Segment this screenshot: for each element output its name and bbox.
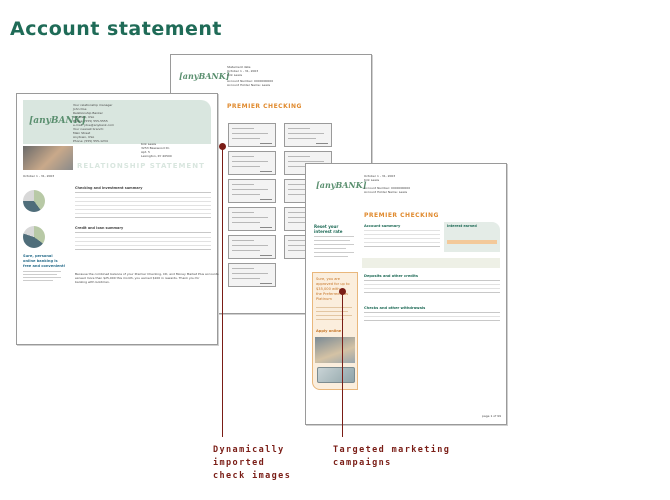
- manager-contact: Your relationship manager John Doe Relat…: [73, 103, 114, 143]
- reset-rate-title: Reset your interest rate: [314, 224, 343, 234]
- customer-address: Kirk Lewis 3253 Basswood Dr. Apt. 5 Lexi…: [141, 142, 172, 158]
- premier-checking-page: [anyBANK] October 1 - 31, 2003 Kirk Lewi…: [305, 163, 507, 425]
- offer-photo: [315, 337, 355, 363]
- offer-text: Sure, you are approved for up to $35,000…: [316, 277, 350, 301]
- checks-title: Checks and other withdrawals: [364, 306, 426, 310]
- relationship-statement-page: [anyBANK] Your relationship manager John…: [16, 93, 219, 345]
- right-period: October 1 - 31, 2003 Kirk Lewis: [364, 174, 396, 182]
- statement-period: October 1 - 31, 2003: [23, 174, 55, 178]
- rewards-message: Because the combined balance of your Pre…: [75, 272, 219, 284]
- section-checking-title: Checking and investment summary: [75, 186, 143, 190]
- back-heading: PREMIER CHECKING: [227, 103, 302, 110]
- check-images-marker: [219, 143, 226, 150]
- notice-band: [362, 258, 500, 268]
- account-summary-title: Account summary: [364, 224, 401, 228]
- back-address: Statement date October 1 - 31, 2003 Kirk…: [227, 65, 259, 77]
- check-images-callout: Dynamically imported check images: [213, 445, 292, 481]
- right-account-info: Account Number: 0000000000 Account Holde…: [364, 186, 411, 194]
- checking-pie-chart: [23, 190, 45, 212]
- relationship-banner: RELATIONSHIP STATEMENT: [77, 162, 205, 170]
- check-image: [228, 151, 276, 175]
- check-image: [228, 207, 276, 231]
- page-title: Account statement: [10, 18, 223, 40]
- apply-online-link: Apply online: [316, 329, 342, 333]
- bank-logo: [anyBANK]: [29, 116, 86, 126]
- marketing-offer-panel: Sure, you are approved for up to $35,000…: [312, 272, 358, 390]
- statement-header-band: [23, 100, 211, 144]
- check-image: [228, 235, 276, 259]
- bank-logo: [anyBANK]: [179, 71, 230, 81]
- credit-card-image: [317, 367, 355, 383]
- check-images-leader: [222, 147, 223, 437]
- interest-earned-box: Interest earned: [444, 222, 500, 252]
- section-credit-title: Credit and loan summary: [75, 226, 124, 230]
- marketing-callout: Targeted marketing campaigns: [333, 445, 451, 468]
- reset-rate-text: [314, 236, 354, 260]
- hands-photo: [23, 146, 73, 170]
- credit-pie-chart: [23, 226, 45, 248]
- marketing-marker: [339, 288, 346, 295]
- bank-logo: [anyBANK]: [316, 180, 367, 190]
- page-number: page 1 of 99: [482, 414, 501, 418]
- online-banking-promo: Sure, personal online banking is free an…: [23, 254, 67, 281]
- right-heading: PREMIER CHECKING: [364, 212, 439, 219]
- deposits-title: Deposits and other credits: [364, 274, 418, 278]
- check-image: [228, 123, 276, 147]
- marketing-leader: [342, 292, 343, 437]
- check-image: [228, 179, 276, 203]
- check-image: [284, 123, 332, 147]
- check-image: [228, 263, 276, 287]
- back-account-info: Account Number: 0000000000 Account Holde…: [227, 79, 274, 87]
